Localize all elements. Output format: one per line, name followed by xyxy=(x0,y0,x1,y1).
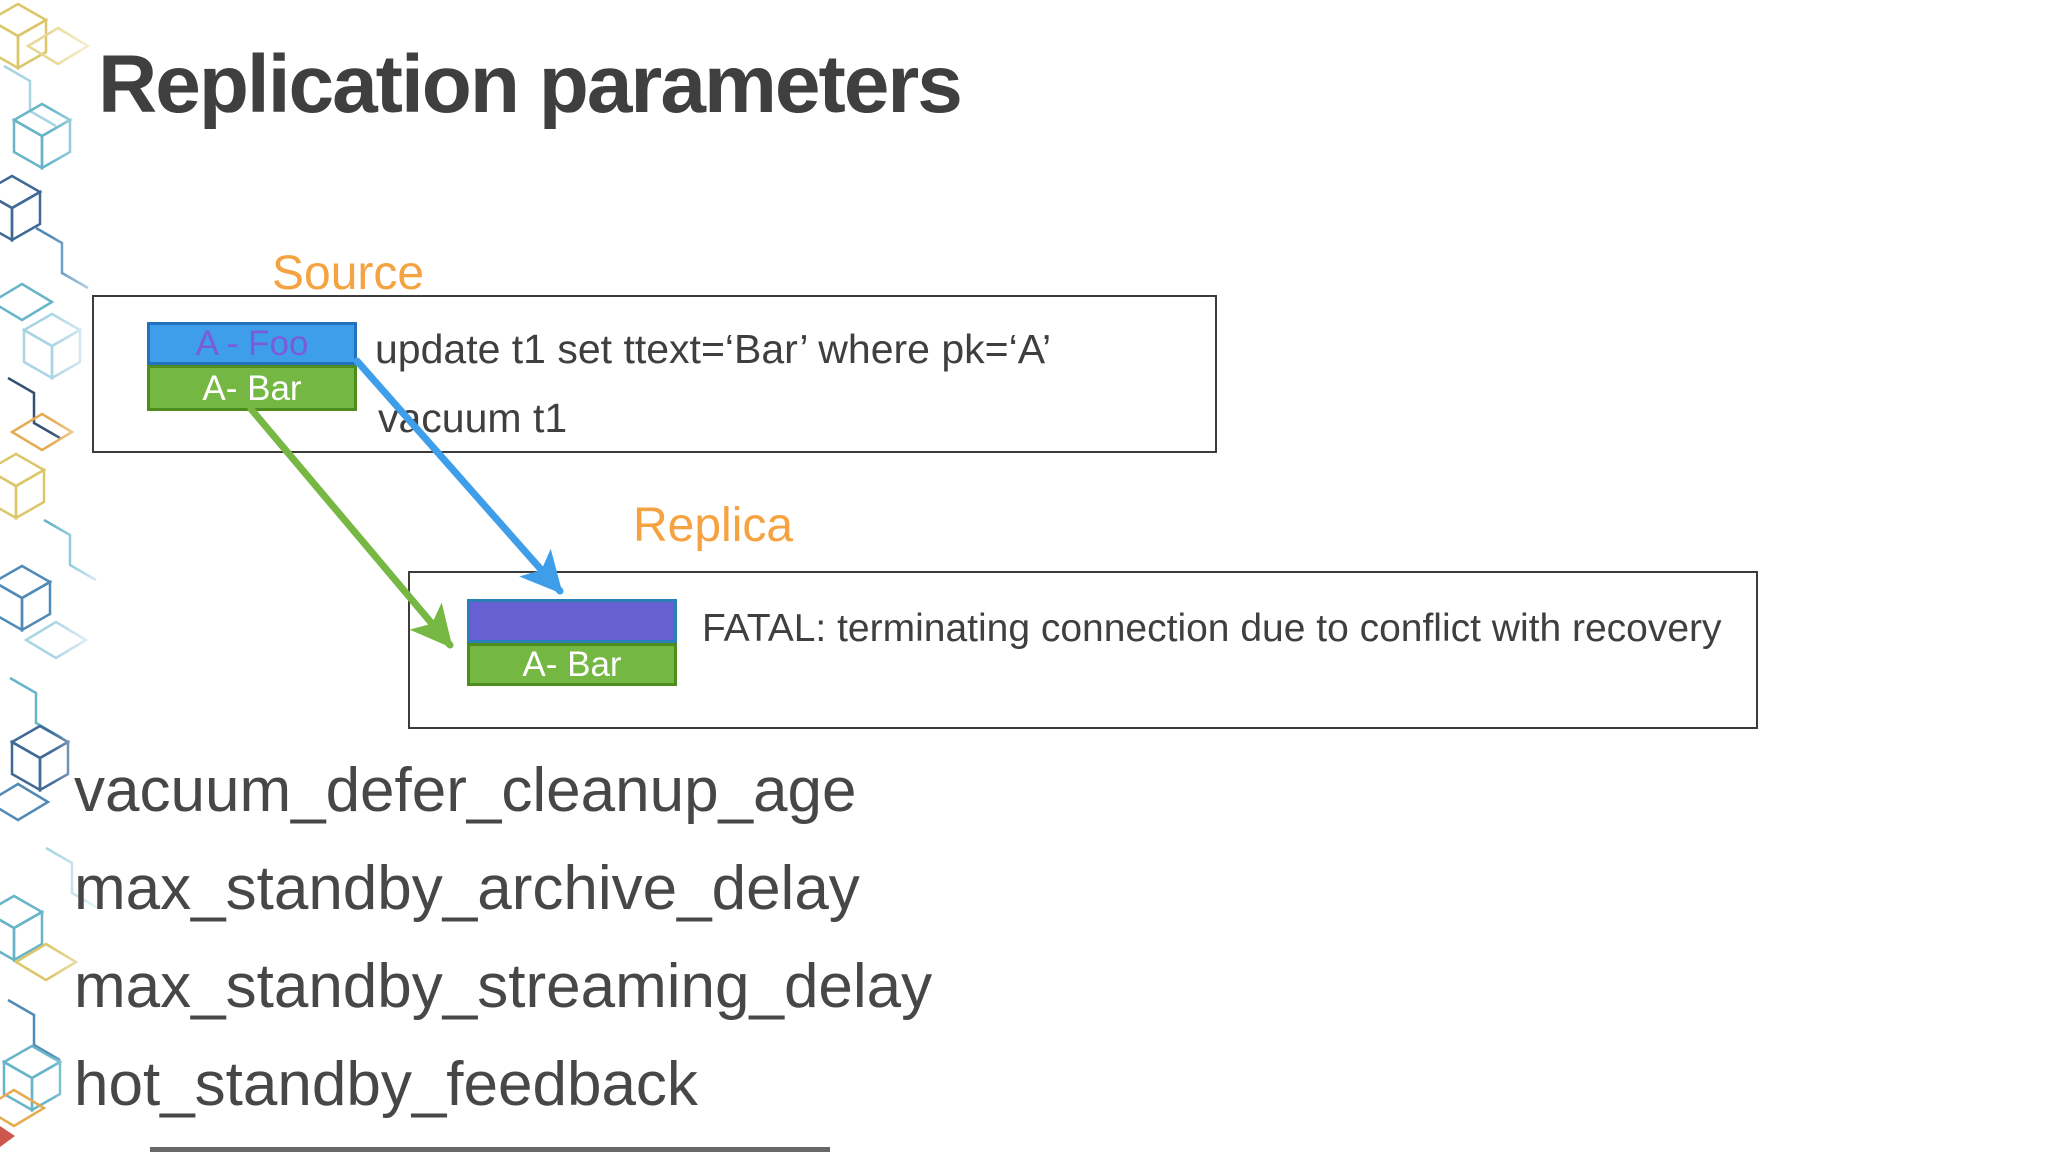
source-tuple-new: A- Bar xyxy=(147,365,357,411)
parameter-item: max_standby_archive_delay xyxy=(74,854,860,923)
page-title: Replication parameters xyxy=(98,39,963,130)
source-tuple-stack: A - Foo A- Bar xyxy=(147,322,357,411)
source-tuple-old-label: A - Foo xyxy=(195,324,309,363)
source-tuple-old: A - Foo xyxy=(147,322,357,365)
source-tuple-new-label: A- Bar xyxy=(202,368,302,408)
replica-label: Replica xyxy=(633,499,794,552)
parameter-item: hot_standby_feedback xyxy=(74,1050,698,1119)
replica-tuple-old xyxy=(467,599,677,643)
parameter-item: max_standby_streaming_delay xyxy=(74,952,933,1021)
source-label: Source xyxy=(272,247,425,300)
replica-tuple-new-label: A- Bar xyxy=(522,645,622,684)
decorative-pattern xyxy=(0,0,112,1152)
replica-tuple-new: A- Bar xyxy=(467,643,677,686)
sql-vacuum-statement: vacuum t1 xyxy=(378,395,568,441)
parameter-list: vacuum_defer_cleanup_age max_standby_arc… xyxy=(74,742,932,1134)
sql-update-statement: update t1 set ttext=‘Bar’ where pk=‘A’ xyxy=(375,326,1052,372)
fatal-message: FATAL: terminating connection due to con… xyxy=(702,607,1722,650)
bottom-edge-artifact xyxy=(150,1147,830,1152)
replica-tuple-stack: A- Bar xyxy=(467,599,677,686)
parameter-item: vacuum_defer_cleanup_age xyxy=(74,756,857,825)
